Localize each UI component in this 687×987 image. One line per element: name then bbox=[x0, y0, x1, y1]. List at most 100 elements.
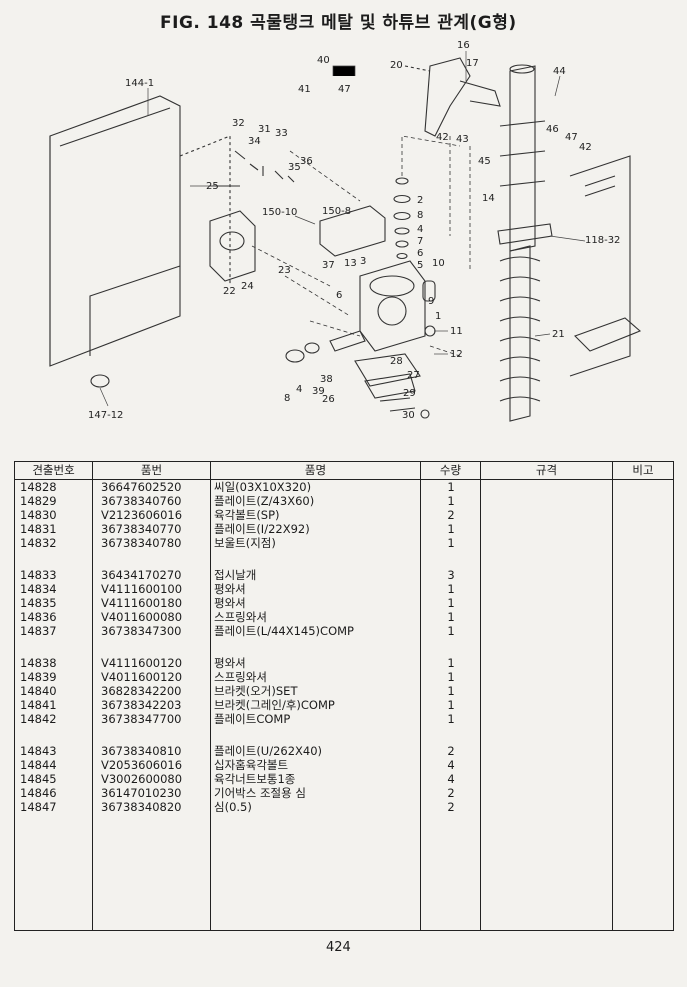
cell-name: 육각너트보통1종 bbox=[214, 772, 296, 786]
cell-qty: 1 bbox=[447, 480, 455, 494]
callout-label: 4 bbox=[417, 224, 423, 235]
cell-code: 14836 bbox=[20, 610, 57, 624]
callout-label: 14 bbox=[482, 193, 495, 204]
callout-label: 30 bbox=[402, 410, 415, 421]
cell-qty: 1 bbox=[447, 610, 455, 624]
callout-label: 22 bbox=[223, 286, 236, 297]
cell-code: 14841 bbox=[20, 698, 57, 712]
cell-qty: 1 bbox=[447, 522, 455, 536]
table-body-columns bbox=[15, 480, 673, 930]
cell-name: 평와셔 bbox=[214, 656, 246, 670]
cell-code: 14840 bbox=[20, 684, 57, 698]
header-note: 비고 bbox=[632, 463, 654, 477]
cell-code: 14833 bbox=[20, 568, 57, 582]
cell-code: 14843 bbox=[20, 744, 57, 758]
cell-part-no: 36738340780 bbox=[101, 536, 182, 550]
cell-code: 14830 bbox=[20, 508, 57, 522]
callout-label: 24 bbox=[241, 281, 254, 292]
header-spec: 규격 bbox=[481, 462, 613, 479]
callout-label: 42 bbox=[579, 142, 592, 153]
callout-label: 33 bbox=[275, 128, 288, 139]
cell-part-no: V3002600080 bbox=[101, 772, 183, 786]
cell-code: 14842 bbox=[20, 712, 57, 726]
callout-label: 8 bbox=[417, 210, 423, 221]
header-name: 품명 bbox=[211, 462, 421, 479]
exploded-parts-diagram: 144-1 16 17 20 40 41 47 44 32 31 34 33 3… bbox=[30, 36, 670, 456]
callout-label: 43 bbox=[456, 134, 469, 145]
cell-part-no: V4011600120 bbox=[101, 670, 183, 684]
cell-name: 플레이트COMP bbox=[214, 712, 291, 726]
callout-label: 4 bbox=[296, 384, 302, 395]
part-14-tube bbox=[509, 65, 536, 252]
cell-code: 14828 bbox=[20, 480, 57, 494]
cell-code: 14839 bbox=[20, 670, 57, 684]
cell-qty: 1 bbox=[447, 656, 455, 670]
table-row: 14838 V4111600120 평와셔 1 bbox=[15, 656, 481, 670]
callout-label: 5 bbox=[417, 260, 423, 271]
diagram-callouts: 144-1 16 17 20 40 41 47 44 32 31 34 33 3… bbox=[88, 40, 620, 421]
column-divider bbox=[211, 480, 421, 930]
cell-part-no: 36738347300 bbox=[101, 624, 182, 638]
callout-label: 45 bbox=[478, 156, 491, 167]
cell-name: 심(0.5) bbox=[214, 800, 252, 814]
table-header: 견출번호 품번 품명 수량 규격 비고 bbox=[15, 462, 673, 480]
cell-code: 14847 bbox=[20, 800, 57, 814]
callout-label: 9 bbox=[428, 296, 434, 307]
callout-label: 13 bbox=[344, 258, 357, 269]
cell-part-no: 36647602520 bbox=[101, 480, 182, 494]
cell-part-no: 36738340820 bbox=[101, 800, 182, 814]
cell-name: 기어박스 조절용 심 bbox=[214, 786, 306, 800]
cell-code: 14846 bbox=[20, 786, 57, 800]
page-number: 424 bbox=[326, 940, 351, 955]
diagram-drawing: 144-1 16 17 20 40 41 47 44 32 31 34 33 3… bbox=[49, 40, 642, 422]
callout-label: 27 bbox=[407, 370, 420, 381]
callout-label: 40 bbox=[317, 55, 330, 66]
cell-name: 십자홈육각볼트 bbox=[214, 758, 289, 772]
part-147-12 bbox=[90, 374, 110, 388]
cell-name: 씨일(03X10X320) bbox=[214, 480, 312, 494]
callout-label: 46 bbox=[546, 124, 559, 135]
callout-label: 21 bbox=[552, 329, 565, 340]
callout-label: 34 bbox=[248, 136, 261, 147]
frame-outline bbox=[49, 95, 181, 367]
callout-label: 7 bbox=[417, 236, 423, 247]
column-divider bbox=[421, 480, 481, 930]
cell-qty: 4 bbox=[447, 758, 455, 772]
cell-code: 14831 bbox=[20, 522, 57, 536]
callout-label: 39 bbox=[312, 386, 325, 397]
cell-code: 14838 bbox=[20, 656, 57, 670]
header-qty: 수량 bbox=[421, 462, 481, 479]
table-row: 14828 36647602520 씨일(03X10X320) 1 bbox=[15, 480, 481, 494]
callout-label: 36 bbox=[300, 156, 313, 167]
header-part-no: 품번 bbox=[93, 462, 211, 479]
cell-name: 육각볼트(SP) bbox=[214, 508, 280, 522]
callout-label: 31 bbox=[258, 124, 271, 135]
cell-code: 14845 bbox=[20, 772, 57, 786]
callout-label: 150-10 bbox=[262, 207, 297, 218]
cell-qty: 1 bbox=[447, 712, 455, 726]
cell-code: 14834 bbox=[20, 582, 57, 596]
callout-label: 147-12 bbox=[88, 410, 123, 421]
callout-label: 6 bbox=[417, 248, 423, 259]
cell-qty: 1 bbox=[447, 494, 455, 508]
cell-code: 14835 bbox=[20, 596, 57, 610]
callout-label: 29 bbox=[403, 388, 416, 399]
cell-code: 14832 bbox=[20, 536, 57, 550]
callout-label: 37 bbox=[322, 260, 335, 271]
cell-code: 14844 bbox=[20, 758, 57, 772]
callout-label: 150-8 bbox=[322, 206, 351, 217]
cell-part-no: V4111600180 bbox=[101, 596, 183, 610]
cell-code: 14829 bbox=[20, 494, 57, 508]
page-title: FIG. 148 곡물탱크 메탈 및 하튜브 관계(G형) bbox=[160, 13, 517, 33]
cell-qty: 1 bbox=[447, 670, 455, 684]
cell-part-no: V2123606016 bbox=[101, 508, 183, 522]
cell-name: 플레이트(L/44X145)COMP bbox=[214, 624, 354, 638]
cell-part-no: V4111600120 bbox=[101, 656, 183, 670]
callout-label: 2 bbox=[417, 195, 423, 206]
